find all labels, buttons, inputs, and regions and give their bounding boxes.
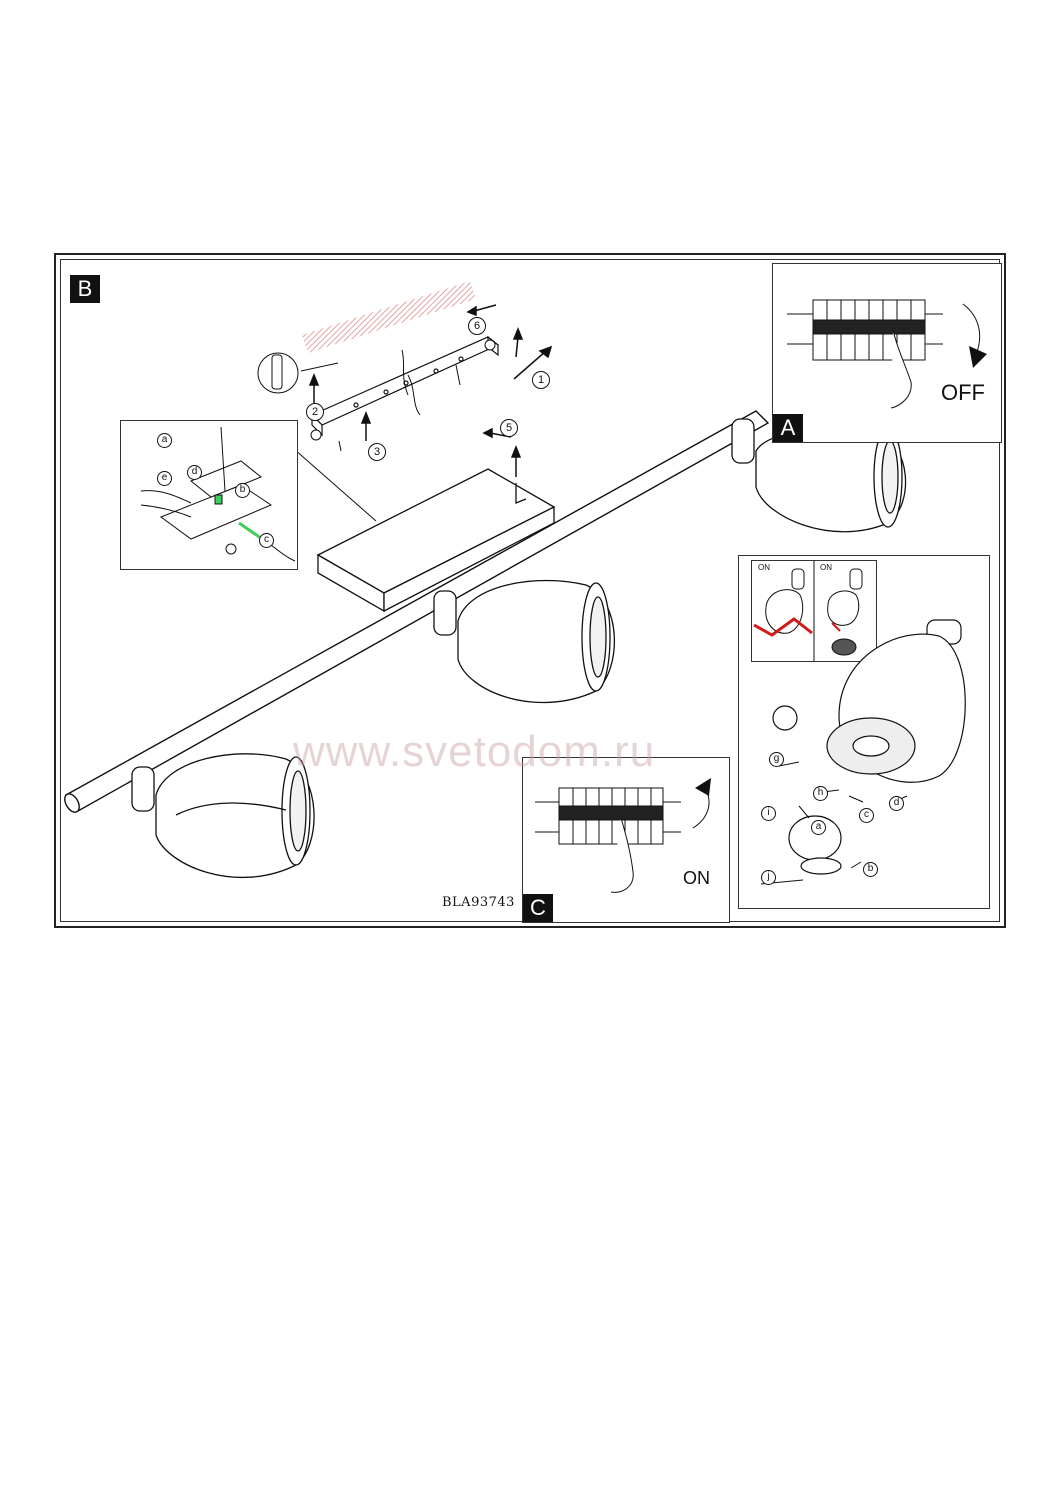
step-6: 6 xyxy=(468,317,486,335)
spotlight-left xyxy=(131,753,315,879)
panel-power-off: OFF A xyxy=(772,263,1002,443)
on-warning-subpanel: ON ON xyxy=(751,560,877,662)
on-label: ON xyxy=(683,868,710,888)
wiring-letter-e: e xyxy=(157,471,172,486)
wiring-letter-a: a xyxy=(157,433,172,448)
lamp-replacement-panel: ON ON a b c d g h i xyxy=(738,555,990,909)
ceiling-hatch xyxy=(302,281,476,353)
breaker-on-illustration xyxy=(535,778,711,893)
panel-power-on: ON C xyxy=(522,757,730,923)
lamp-letter-h: h xyxy=(813,786,828,801)
section-label-b: B xyxy=(70,275,100,303)
lamp-letter-i: i xyxy=(761,806,776,821)
hot-lamp-warning-illustration xyxy=(753,561,863,661)
wiring-letter-c: c xyxy=(259,533,274,548)
section-label-a: A xyxy=(773,414,803,442)
lamp-letter-j: j xyxy=(761,870,776,885)
step-3: 3 xyxy=(368,443,386,461)
off-label: OFF xyxy=(941,380,985,405)
spotlight-middle xyxy=(433,579,615,704)
section-label-c: C xyxy=(523,894,553,922)
model-code: BLA93743 xyxy=(442,895,515,910)
on-label-left: ON xyxy=(758,563,770,572)
watermark: www.svetodom.ru xyxy=(293,727,656,776)
lamp-letter-b: b xyxy=(863,862,878,877)
wall-plug-illustration xyxy=(257,352,299,394)
on-label-right: ON xyxy=(820,563,832,572)
terminal-block-illustration xyxy=(140,426,296,562)
instruction-sheet: B 1 2 3 4 5 6 a b c d e xyxy=(54,253,1006,928)
spotlight-right xyxy=(731,418,907,533)
wiring-detail-panel: a b c d e xyxy=(120,420,298,570)
wiring-letter-b: b xyxy=(235,483,250,498)
lamp-letter-g: g xyxy=(769,752,784,767)
screws xyxy=(310,339,496,452)
lamp-letter-a: a xyxy=(811,820,826,835)
mounting-bracket xyxy=(310,335,500,437)
assembly-drawing xyxy=(64,281,907,879)
lamp-letter-d: d xyxy=(889,796,904,811)
wiring-letter-d: d xyxy=(187,465,202,480)
step-1: 1 xyxy=(532,371,550,389)
light-bar xyxy=(64,410,770,813)
breaker-off-illustration xyxy=(787,299,987,409)
lamp-disassembly-illustration xyxy=(760,619,966,885)
step-5: 5 xyxy=(500,419,518,437)
step-2: 2 xyxy=(306,403,324,421)
canopy-box xyxy=(316,468,556,613)
bracket-wires xyxy=(401,349,421,416)
step-arrows xyxy=(308,304,553,477)
lamp-letter-c: c xyxy=(859,808,874,823)
